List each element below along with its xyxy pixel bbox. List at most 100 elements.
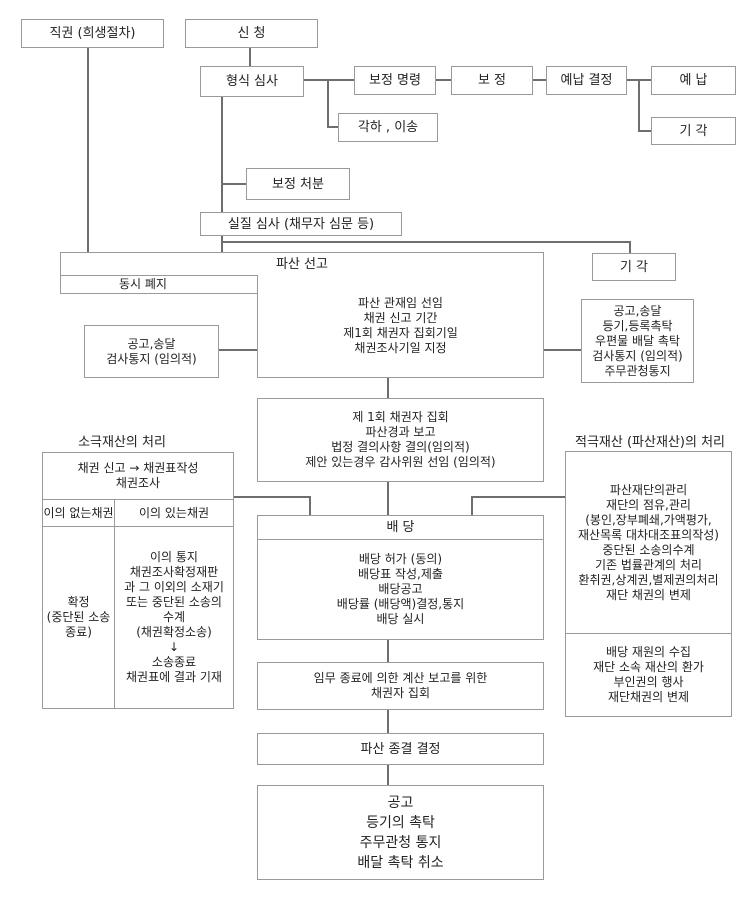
termination-decision-box: 파산 종결 결정 bbox=[257, 733, 544, 765]
correction-order-box: 보정 명령 bbox=[354, 66, 436, 95]
application-box: 신 청 bbox=[185, 19, 318, 48]
text-line: 배당 실시 bbox=[376, 612, 425, 626]
connector bbox=[327, 80, 338, 128]
text-line: 검사통지 (임의적) bbox=[106, 351, 197, 366]
text-line: 과 그 이외의 소재기 bbox=[124, 580, 224, 594]
connector bbox=[234, 496, 311, 515]
correction-box: 보 정 bbox=[451, 66, 533, 95]
text-line: 법정 결의사항 결의(임의적) bbox=[331, 440, 470, 454]
text-line: 중단된 소송의수계 bbox=[602, 542, 695, 557]
text-line: 배당 허가 (동의) bbox=[358, 552, 443, 566]
correction-disposition-box: 보정 처분 bbox=[246, 168, 350, 200]
text-line: 채권표에 결과 기재 bbox=[126, 670, 222, 684]
text-line: 공고,송달 bbox=[127, 336, 176, 351]
text-line: 채권 신고 기간 bbox=[363, 311, 438, 325]
text-line: 수계 bbox=[162, 610, 186, 624]
formal-review-box: 형식 심사 bbox=[200, 66, 304, 97]
text-line: 재단 소속 재산의 환가 bbox=[593, 660, 704, 674]
text-line: 재단 채권의 변제 bbox=[606, 587, 691, 602]
simultaneous-abolition-box: 동시 폐지 bbox=[60, 275, 258, 294]
text-line: 채권조사 bbox=[115, 476, 161, 490]
no-objection-header: 이의 없는채권 bbox=[42, 499, 115, 527]
ex-officio-box: 직권 (희생절차) bbox=[21, 19, 164, 48]
text-line: 채권조사확정재판 bbox=[129, 565, 219, 579]
text-line: 재단채권의 변제 bbox=[607, 690, 690, 704]
with-objection-header: 이의 있는채권 bbox=[114, 499, 234, 527]
text-line: (채권확정소송) bbox=[136, 625, 212, 639]
text-line: 채권자 집회 bbox=[370, 686, 430, 700]
text-line: 채권 신고 → 채권표작성 bbox=[77, 461, 199, 475]
text-line: 검사통지 (임의적) bbox=[592, 348, 683, 363]
prepay-decision-box: 예납 결정 bbox=[546, 66, 627, 95]
text-line: 제안 있는경우 감사위원 선임 (임의적) bbox=[305, 455, 496, 469]
connector bbox=[638, 80, 651, 132]
dismiss-box: 기 각 bbox=[592, 253, 676, 281]
text-line: 등기의 촉탁 bbox=[366, 814, 435, 831]
substantive-review-box: 실질 심사 (채무자 심문 등) bbox=[200, 212, 402, 236]
text-line: 공고 bbox=[387, 794, 414, 811]
text-line: ↓ bbox=[168, 640, 180, 654]
text-line: (봉인,장부폐쇄,가액평가, bbox=[585, 512, 712, 527]
text-line: 배당률 (배당액)결정,통지 bbox=[336, 597, 465, 611]
text-line: 주무관청통지 bbox=[604, 363, 671, 378]
text-line: 파산 관재임 선임 bbox=[358, 296, 443, 310]
text-line: 우편물 배달 촉탁 bbox=[595, 333, 680, 348]
text-line: 배당공고 bbox=[378, 582, 423, 596]
text-line: 주무관청 통지 bbox=[359, 834, 442, 851]
text-line: 재단의 점유,관리 bbox=[606, 497, 691, 512]
dismiss-box: 기 각 bbox=[651, 117, 736, 145]
text-line: 등기,등록촉탁 bbox=[602, 318, 673, 333]
confirmed-text: 확정(중단된 소송 종료) bbox=[43, 595, 114, 640]
bankruptcy-declaration-box: 파산 선고 bbox=[60, 252, 544, 276]
text-line: 임무 종료에 의한 계산 보고를 위한 bbox=[313, 671, 488, 685]
prepay-box: 예 납 bbox=[651, 66, 736, 95]
text-line: 기존 법률관계의 처리 bbox=[594, 557, 702, 572]
text-line: 채권조사기일 지정 bbox=[354, 341, 447, 355]
text-line: 파산경과 보고 bbox=[365, 425, 436, 439]
text-line: 소송종료 bbox=[151, 655, 197, 669]
text-line: 이의 통지 bbox=[150, 550, 198, 564]
text-line: 재산목록 대차대조표의작성) bbox=[578, 527, 719, 542]
active-assets-title: 적극재산 (파산재산)의 처리 bbox=[575, 435, 725, 450]
text-line: 제 1회 채권자 집회 bbox=[352, 410, 449, 424]
text-line: 파산재단의관리 bbox=[609, 482, 688, 497]
text-line: 배당 재원의 수집 bbox=[606, 645, 691, 659]
text-line: 배당표 작성,제출 bbox=[358, 567, 443, 581]
connector bbox=[222, 241, 631, 253]
text-line: 확정 bbox=[67, 595, 90, 609]
text-line: 환취권,상계권,별제권의처리 bbox=[578, 572, 719, 587]
reject-transfer-box: 각하 , 이송 bbox=[338, 113, 438, 142]
text-line: 제1회 채권자 집회기일 bbox=[343, 326, 458, 340]
passive-assets-title: 소극재산의 처리 bbox=[78, 435, 166, 450]
confirmed-box: 확정(중단된 소송 종료) bbox=[42, 526, 115, 709]
text-line: 부인권의 행사 bbox=[613, 675, 684, 689]
connector bbox=[471, 496, 565, 515]
distribution-box: 배 당 bbox=[257, 515, 544, 540]
text-line: (중단된 소송 종료) bbox=[46, 610, 111, 639]
text-line: 공고,송달 bbox=[613, 303, 662, 318]
text-line: 또는 중단된 소송의 bbox=[126, 595, 222, 609]
